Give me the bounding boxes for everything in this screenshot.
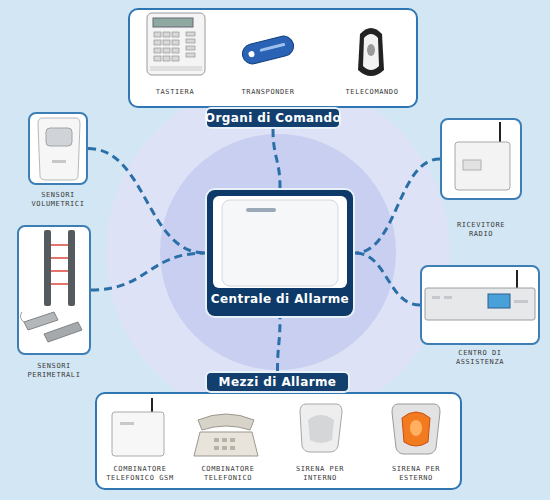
device-box: SENSORI PERIMETRALI xyxy=(14,225,94,385)
device-frame xyxy=(28,112,88,185)
motion-sensor-icon xyxy=(38,118,80,180)
group-title: Organi di Comando xyxy=(205,111,341,125)
gsm-dialer-icon xyxy=(112,398,164,456)
control-panel-icon xyxy=(222,200,338,286)
device-box: RICEVITORE RADIO xyxy=(436,118,526,240)
indoor-siren-icon xyxy=(300,404,342,452)
device-caption: RICEVITORE RADIO xyxy=(446,221,516,239)
group-title: Mezzi di Allarme xyxy=(219,375,337,389)
dashed-connector xyxy=(355,159,440,253)
control-unit-title: Centrale di Allarme xyxy=(207,292,353,308)
device-frame xyxy=(420,265,540,345)
control-unit-box: Centrale di Allarme xyxy=(205,188,355,318)
control-unit-window xyxy=(213,196,347,288)
device-caption: SENSORI VOLUMETRICI xyxy=(24,191,92,209)
device-caption: COMBINATORE TELEFONICO xyxy=(192,465,264,483)
perimeter-sensor-icon xyxy=(20,230,82,342)
assistance-center-icon xyxy=(425,270,535,320)
device-caption: TASTIERA xyxy=(135,88,215,97)
dashed-connector xyxy=(91,253,205,290)
device-caption: TELECOMANDO xyxy=(330,88,414,97)
dashed-connector xyxy=(88,149,205,254)
device-box: SENSORI VOLUMETRICI xyxy=(24,112,92,212)
group-band: Mezzi di Allarme xyxy=(205,371,350,393)
device-caption: SIRENA PER ESTERNO xyxy=(380,465,452,483)
device-caption: SENSORI PERIMETRALI xyxy=(14,362,94,380)
device-frame xyxy=(17,225,91,355)
dashed-connector xyxy=(278,318,281,371)
device-caption: COMBINATORE TELEFONICO GSM xyxy=(104,465,176,483)
telephone-icon xyxy=(194,414,258,456)
remote-icon xyxy=(358,28,384,76)
control-unit-frame: Centrale di Allarme xyxy=(205,188,355,318)
group-box: Organi di Comando xyxy=(128,8,418,130)
device-frame xyxy=(440,118,522,200)
group-band: Organi di Comando xyxy=(205,107,341,129)
device-box: CENTRO DI ASSISTENZA xyxy=(418,265,542,369)
device-caption: SIRENA PER INTERNO xyxy=(284,465,356,483)
outdoor-siren-icon xyxy=(392,404,440,454)
keypad-icon xyxy=(147,13,205,75)
dashed-connector xyxy=(273,129,280,188)
radio-receiver-icon xyxy=(455,122,510,190)
transponder-icon xyxy=(240,34,295,66)
device-caption: CENTRO DI ASSISTENZA xyxy=(440,349,520,367)
device-caption: TRANSPONDER xyxy=(228,88,308,97)
outer-circle xyxy=(106,80,450,424)
dashed-connector xyxy=(355,253,420,305)
